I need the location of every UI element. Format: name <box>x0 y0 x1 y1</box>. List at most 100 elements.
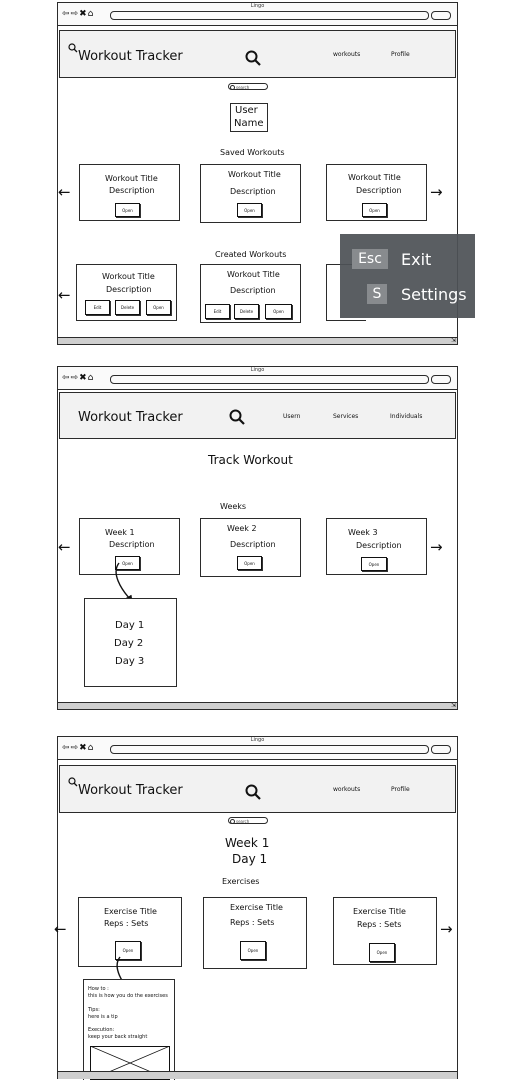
saved-workouts-heading: Saved Workouts <box>220 148 285 157</box>
url-bar[interactable] <box>110 11 429 20</box>
browser-chrome: Lingo ⇦⇨✖⌂ <box>58 737 457 760</box>
search-icon <box>230 85 235 90</box>
search-icon[interactable] <box>68 43 78 53</box>
workout-card[interactable]: Workout Title Description Open <box>200 164 301 223</box>
window-footer <box>58 1071 457 1079</box>
exercise-card[interactable]: Exercise Title Reps : Sets Open <box>203 897 307 969</box>
settings-shortcut-label[interactable]: Settings <box>401 285 467 304</box>
url-bar[interactable] <box>110 745 429 754</box>
search-icon[interactable] <box>68 777 78 787</box>
days-list: Day 1 Day 2 Day 3 <box>84 598 177 687</box>
nav-link-workouts[interactable]: workouts <box>333 786 361 793</box>
exit-shortcut-label[interactable]: Exit <box>401 250 432 269</box>
resize-handle-icon[interactable]: ⇲ <box>450 702 456 709</box>
open-button[interactable]: Open <box>362 203 387 217</box>
execution-label: Execution: <box>88 1027 115 1033</box>
search-input[interactable]: search <box>228 83 268 90</box>
search-icon[interactable] <box>245 50 261 66</box>
open-button[interactable]: Open <box>240 941 266 960</box>
url-bar[interactable] <box>110 375 429 384</box>
edit-button[interactable]: Edit <box>205 304 230 319</box>
url-go-button[interactable] <box>431 745 451 754</box>
arrow-left-icon[interactable]: ← <box>58 286 71 304</box>
created-workout-card[interactable]: Workout Title Description Edit Delete Op… <box>76 264 177 321</box>
exercise-card[interactable]: Exercise Title Reps : Sets Open <box>78 897 182 967</box>
app-header: Workout Tracker workouts Profile <box>59 30 456 78</box>
browser-nav-icons[interactable]: ⇦⇨✖⌂ <box>62 373 95 383</box>
nav-link-profile[interactable]: Profile <box>391 51 410 58</box>
week-card[interactable]: Week 2 Description Open <box>200 518 301 577</box>
arrow-right-icon[interactable]: → <box>440 920 453 938</box>
url-go-button[interactable] <box>431 11 451 20</box>
day-heading: Day 1 <box>232 852 268 866</box>
nav-link-profile[interactable]: Profile <box>391 786 410 793</box>
workout-card[interactable]: Workout Title Description Open <box>326 164 427 221</box>
week-heading: Week 1 <box>225 836 270 850</box>
window-footer: ⇲ <box>58 337 457 344</box>
app-header: Workout Tracker workouts Profile <box>59 765 456 813</box>
resize-handle-icon[interactable]: ⇲ <box>450 337 456 344</box>
app-title: Workout Tracker <box>78 49 183 64</box>
arrow-right-icon[interactable]: → <box>430 538 443 556</box>
open-button[interactable]: Open <box>115 556 140 570</box>
delete-button[interactable]: Delete <box>115 300 140 315</box>
workout-card[interactable]: Workout Title Description Open <box>79 164 180 221</box>
exercise-card[interactable]: Exercise Title Reps : Sets Open <box>333 897 437 965</box>
window-footer: ⇲ <box>58 702 457 709</box>
search-icon <box>230 819 235 824</box>
browser-title: Lingo <box>250 737 265 743</box>
delete-button[interactable]: Delete <box>234 304 259 319</box>
search-icon[interactable] <box>245 784 261 800</box>
created-workout-card[interactable]: Workout Title Description Edit Delete Op… <box>200 264 301 323</box>
howto-label: How to : <box>88 986 109 992</box>
arrow-left-icon[interactable]: ← <box>58 538 71 556</box>
open-button[interactable]: Open <box>369 943 395 962</box>
wireframe-window-exercises: Lingo ⇦⇨✖⌂ Workout Tracker workouts Prof… <box>54 736 458 1080</box>
arrow-left-icon[interactable]: ← <box>54 920 67 938</box>
week-card[interactable]: Week 1 Description Open <box>79 518 180 575</box>
nav-link-workouts[interactable]: workouts <box>333 51 361 58</box>
search-icon[interactable] <box>229 409 245 425</box>
page-title: Track Workout <box>208 453 293 467</box>
browser-nav-icons[interactable]: ⇦⇨✖⌂ <box>62 9 95 19</box>
day-item[interactable]: Day 1 <box>115 620 145 631</box>
wireframe-window-saved-workouts: Lingo ⇦⇨✖⌂ Workout Tracker workouts Prof… <box>57 2 458 345</box>
arrow-right-icon[interactable]: → <box>430 183 443 201</box>
nav-link-individuals[interactable]: Individuals <box>390 413 423 420</box>
nav-link-usern[interactable]: Usern <box>283 413 301 420</box>
esc-key-badge: Esc <box>352 249 388 269</box>
open-button[interactable]: Open <box>237 556 262 570</box>
edit-button[interactable]: Edit <box>85 300 110 315</box>
execution-text: keep your back straight <box>88 1034 148 1040</box>
nav-link-services[interactable]: Services <box>333 413 359 420</box>
app-title: Workout Tracker <box>78 783 183 798</box>
tips-label: Tips: <box>88 1007 100 1013</box>
created-workouts-heading: Created Workouts <box>215 250 287 259</box>
day-item[interactable]: Day 2 <box>114 638 144 649</box>
keyboard-shortcut-overlay: Esc Exit S Settings <box>340 234 475 318</box>
browser-chrome: Lingo ⇦⇨✖⌂ <box>58 3 457 26</box>
app-title: Workout Tracker <box>78 410 183 425</box>
open-button[interactable]: Open <box>146 300 171 315</box>
open-button[interactable]: Open <box>237 203 262 217</box>
exercise-detail-panel: How to : this is how you do the exercise… <box>83 979 175 1080</box>
open-button[interactable]: Open <box>265 304 292 319</box>
tips-text: here is a tip <box>88 1014 118 1020</box>
day-item[interactable]: Day 3 <box>115 656 145 667</box>
open-button[interactable]: Open <box>115 941 141 960</box>
browser-title: Lingo <box>250 367 265 373</box>
user-name-box: User Name <box>230 103 268 132</box>
url-go-button[interactable] <box>431 375 451 384</box>
s-key-badge: S <box>367 284 387 304</box>
weeks-heading: Weeks <box>220 502 247 511</box>
browser-nav-icons[interactable]: ⇦⇨✖⌂ <box>62 743 95 753</box>
exercises-heading: Exercises <box>222 877 260 886</box>
open-button[interactable]: Open <box>361 557 387 571</box>
search-input[interactable]: search <box>228 817 268 824</box>
week-card[interactable]: Week 3 Description Open <box>326 518 427 575</box>
open-button[interactable]: Open <box>115 203 140 217</box>
browser-title: Lingo <box>250 3 265 9</box>
arrow-left-icon[interactable]: ← <box>58 183 71 201</box>
app-header: Workout Tracker Usern Services Individua… <box>59 392 456 439</box>
howto-text: this is how you do the exercises <box>88 993 168 999</box>
